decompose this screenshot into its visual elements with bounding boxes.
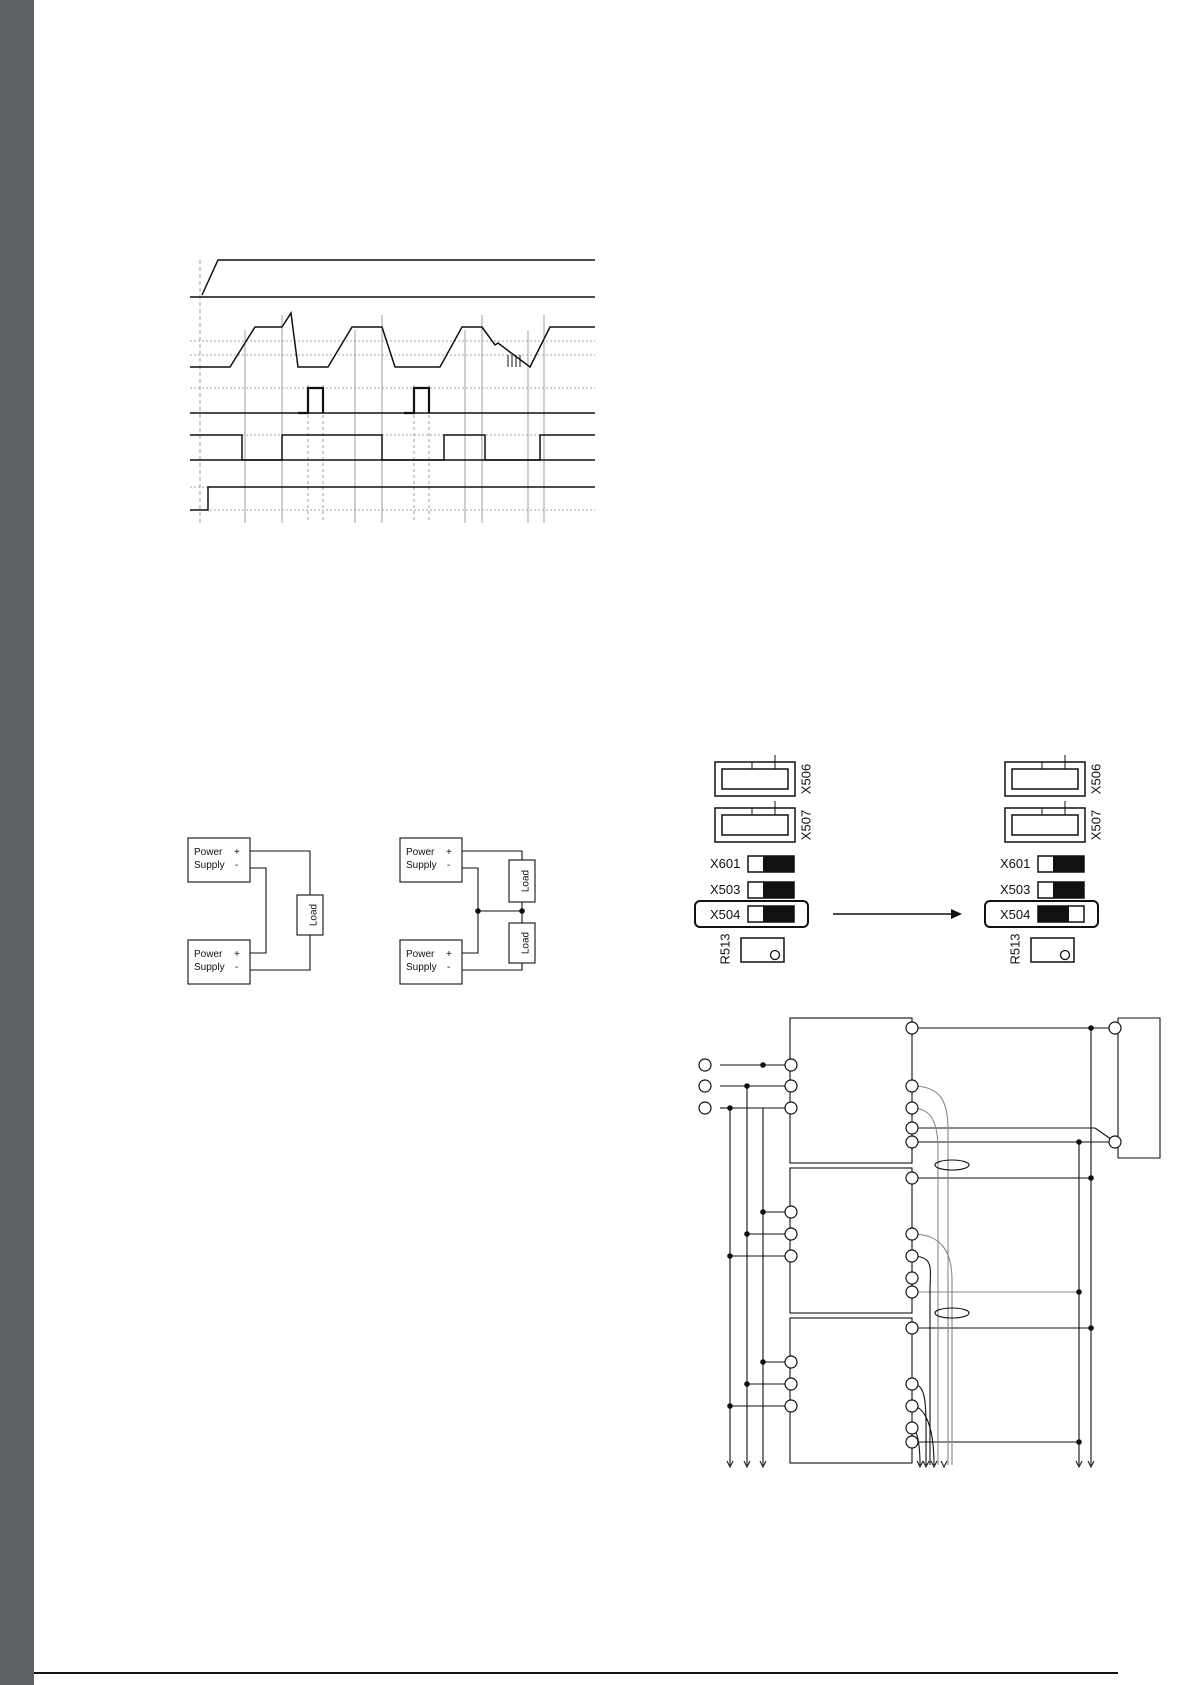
plus-label: + [446,847,452,858]
jumper-row-x504: X504 [695,901,808,927]
load-label: Load [521,870,532,892]
jumper-label: X504 [1000,907,1030,922]
unit-box-3 [790,1318,912,1463]
connector-label: X507 [1088,810,1103,840]
load-label: Load [521,932,532,954]
split-load-diagram: Power Supply + - Power Supply + - Load L… [397,835,552,995]
jumper-label: X601 [710,856,740,871]
minus-label: - [447,860,450,871]
minus-label: - [235,860,238,871]
timing-signals [190,260,595,510]
jumper-row-x503: X503 [710,882,794,898]
footer-rule [34,1672,1118,1674]
plus-label: + [446,949,452,960]
unit-box-2 [790,1168,912,1313]
unit-box-1 [790,1018,912,1163]
timing-guides [190,260,595,523]
page-side-bar [0,0,34,1685]
resistor-r513: R513 [717,933,784,964]
board-right: X506 X507 X601 X503 X504 R513 [985,755,1103,965]
connector-label: X506 [798,764,813,794]
resistor-label: R513 [1007,933,1022,964]
plus-label: + [234,847,240,858]
jumper-row-x503: X503 [1000,882,1084,898]
wiring-diagram [690,1010,1165,1480]
jumper-settings-diagram: X506 X507 X601 X503 X504 R513 [690,750,1110,975]
timing-diagram [190,255,600,525]
supply-label-1: Power [194,949,223,960]
supply-label-2: Supply [194,962,225,973]
board-left: X506 X507 X601 X503 X504 R513 [695,755,813,965]
connector-label: X507 [798,810,813,840]
supply-label-2: Supply [406,860,437,871]
change-arrow [833,909,962,919]
supply-label-1: Power [406,847,435,858]
jumper-label: X504 [710,907,740,922]
external-device-box [1118,1018,1160,1158]
jumper-label: X601 [1000,856,1030,871]
supply-label-1: Power [194,847,223,858]
resistor-label: R513 [717,933,732,964]
series-supply-diagram: Power Supply + - Power Supply + - Load [185,835,330,995]
supply-label-1: Power [406,949,435,960]
supply-label-2: Supply [194,860,225,871]
resistor-r513: R513 [1007,933,1074,964]
load-label: Load [309,904,320,926]
jumper-row-x601: X601 [1000,856,1084,872]
jumper-label: X503 [1000,882,1030,897]
jumper-label: X503 [710,882,740,897]
jumper-row-x504: X504 [985,901,1098,927]
supply-label-2: Supply [406,962,437,973]
connector-label: X506 [1088,764,1103,794]
minus-label: - [235,962,238,973]
minus-label: - [447,962,450,973]
plus-label: + [234,949,240,960]
jumper-row-x601: X601 [710,856,794,872]
